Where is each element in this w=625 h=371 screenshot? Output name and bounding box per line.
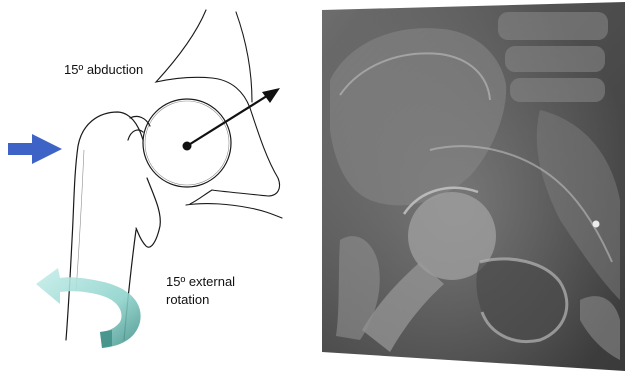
arrow-right-icon <box>8 134 62 164</box>
curved-arrow-icon <box>36 268 141 348</box>
abduction-label: 15º abduction <box>64 62 143 78</box>
external-rotation-label-line2: rotation <box>166 292 209 308</box>
center-of-rotation-dot <box>183 142 192 151</box>
arrow-up-right-icon <box>262 88 280 103</box>
pelvis-xray-image <box>322 2 625 371</box>
external-rotation-label-line1: 15º external <box>166 274 235 290</box>
pelvis-line-art <box>156 10 282 218</box>
